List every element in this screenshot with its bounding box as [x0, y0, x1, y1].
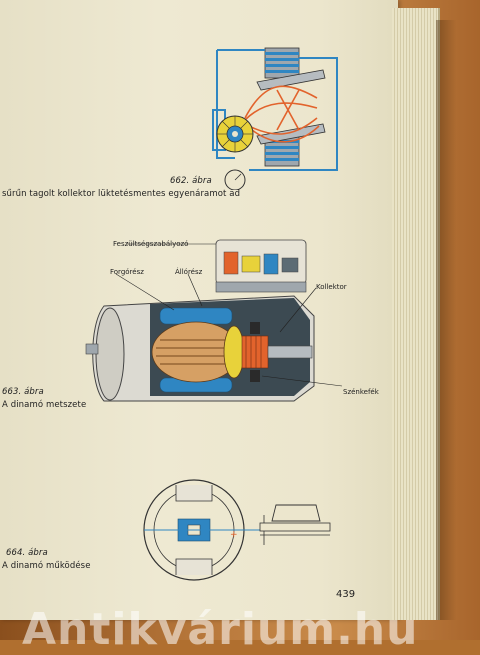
figure-663-diagram	[85, 239, 343, 402]
watermark: Antikvárium.hu	[22, 604, 419, 655]
figure-663-number: 663. ábra	[2, 387, 44, 397]
label-commutator: Kollektor	[316, 283, 347, 291]
figure-663-caption: A dinamó metszete	[2, 400, 87, 410]
figure-662-diagram	[212, 47, 338, 190]
commutator-disc	[216, 115, 254, 153]
rotor-armature	[151, 321, 245, 383]
meter-icon	[224, 169, 246, 190]
carbon-brushes	[250, 322, 260, 382]
page-edge-shadow	[436, 20, 456, 620]
figure-664-diagram: +	[143, 479, 331, 581]
svg-text:+: +	[230, 530, 238, 540]
figure-662-caption: sűrűn tagolt kollektor lüktetésmentes eg…	[2, 189, 241, 199]
regulator-symbol	[244, 504, 331, 545]
shaft	[267, 345, 313, 359]
figure-664-caption: A dinamó működése	[2, 561, 91, 571]
figure-662-number: 662. ábra	[170, 176, 212, 186]
label-stator: Állórész	[175, 268, 203, 276]
circuit-wire	[216, 49, 338, 171]
page-number: 439	[336, 589, 356, 600]
figure-664-number: 664. ábra	[6, 548, 48, 558]
magnet-top	[264, 47, 300, 79]
label-regulator: Feszültségszabályozó	[113, 240, 189, 248]
label-rotor: Forgórész	[110, 268, 144, 276]
field-lines	[244, 85, 320, 143]
dynamo-circle: +	[143, 479, 245, 581]
regulator-box	[215, 239, 307, 293]
page-edges	[392, 8, 440, 620]
commutator	[241, 335, 269, 369]
stator-windings	[159, 307, 233, 393]
label-brushes: Szénkefék	[343, 388, 379, 396]
pole-shoe-top	[256, 69, 326, 91]
